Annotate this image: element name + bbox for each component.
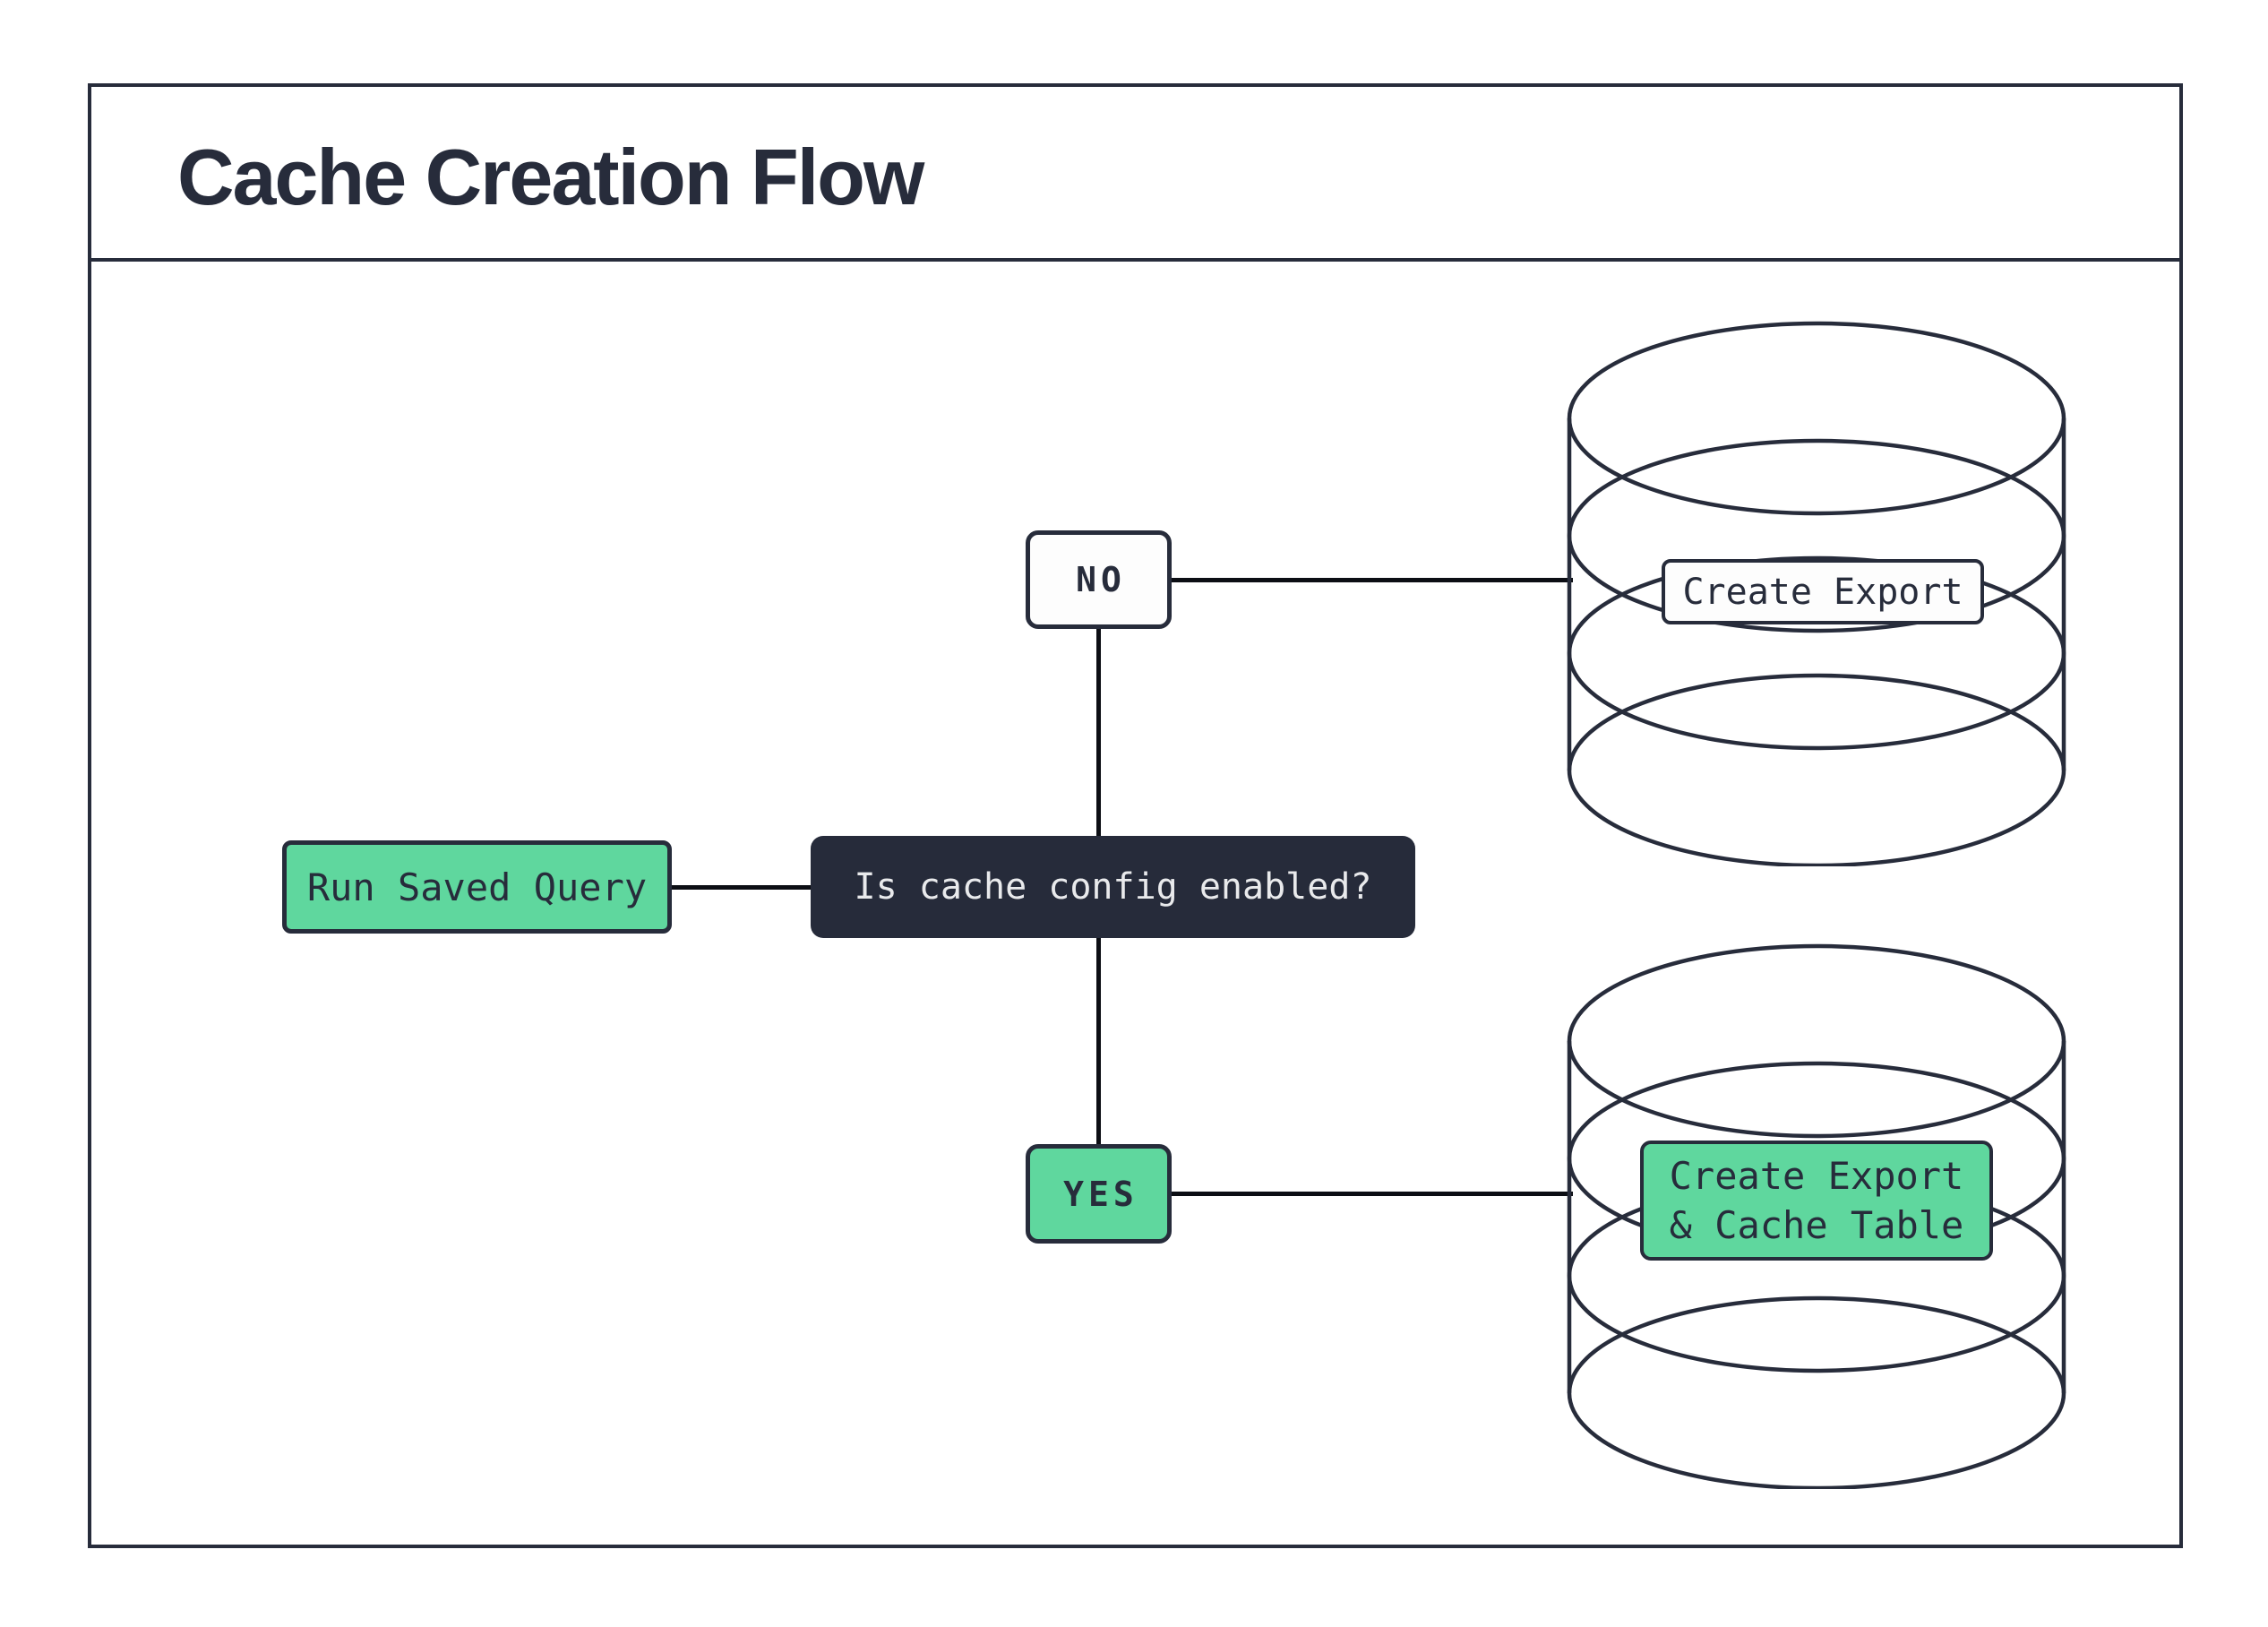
connector-no-to-database — [1167, 578, 1573, 582]
connector-yes-to-database — [1167, 1192, 1573, 1196]
node-branch-no-label: NO — [1076, 560, 1126, 599]
node-create-export: Create Export — [1662, 559, 1984, 624]
connector-start-to-decision — [667, 885, 815, 890]
page-title: Cache Creation Flow — [177, 132, 924, 221]
node-run-saved-query-label: Run Saved Query — [306, 865, 648, 909]
node-run-saved-query: Run Saved Query — [282, 840, 672, 934]
node-create-export-cache-table: Create Export & Cache Table — [1640, 1141, 1993, 1261]
node-branch-yes-label: YES — [1063, 1174, 1138, 1214]
node-branch-no: NO — [1026, 530, 1172, 629]
node-create-export-cache-line2: & Cache Table — [1669, 1203, 1964, 1247]
diagram-frame — [88, 83, 2183, 1548]
node-branch-yes: YES — [1026, 1144, 1172, 1244]
node-create-export-label: Create Export — [1682, 571, 1963, 613]
connector-no-to-decision — [1096, 625, 1101, 840]
node-decision-label: Is cache config enabled? — [854, 866, 1372, 908]
diagram-header: Cache Creation Flow — [88, 83, 2183, 262]
database-icon — [1567, 321, 2066, 866]
node-decision-cache-config: Is cache config enabled? — [811, 836, 1415, 938]
node-create-export-cache-line1: Create Export — [1669, 1153, 1964, 1198]
connector-decision-to-yes — [1096, 935, 1101, 1149]
